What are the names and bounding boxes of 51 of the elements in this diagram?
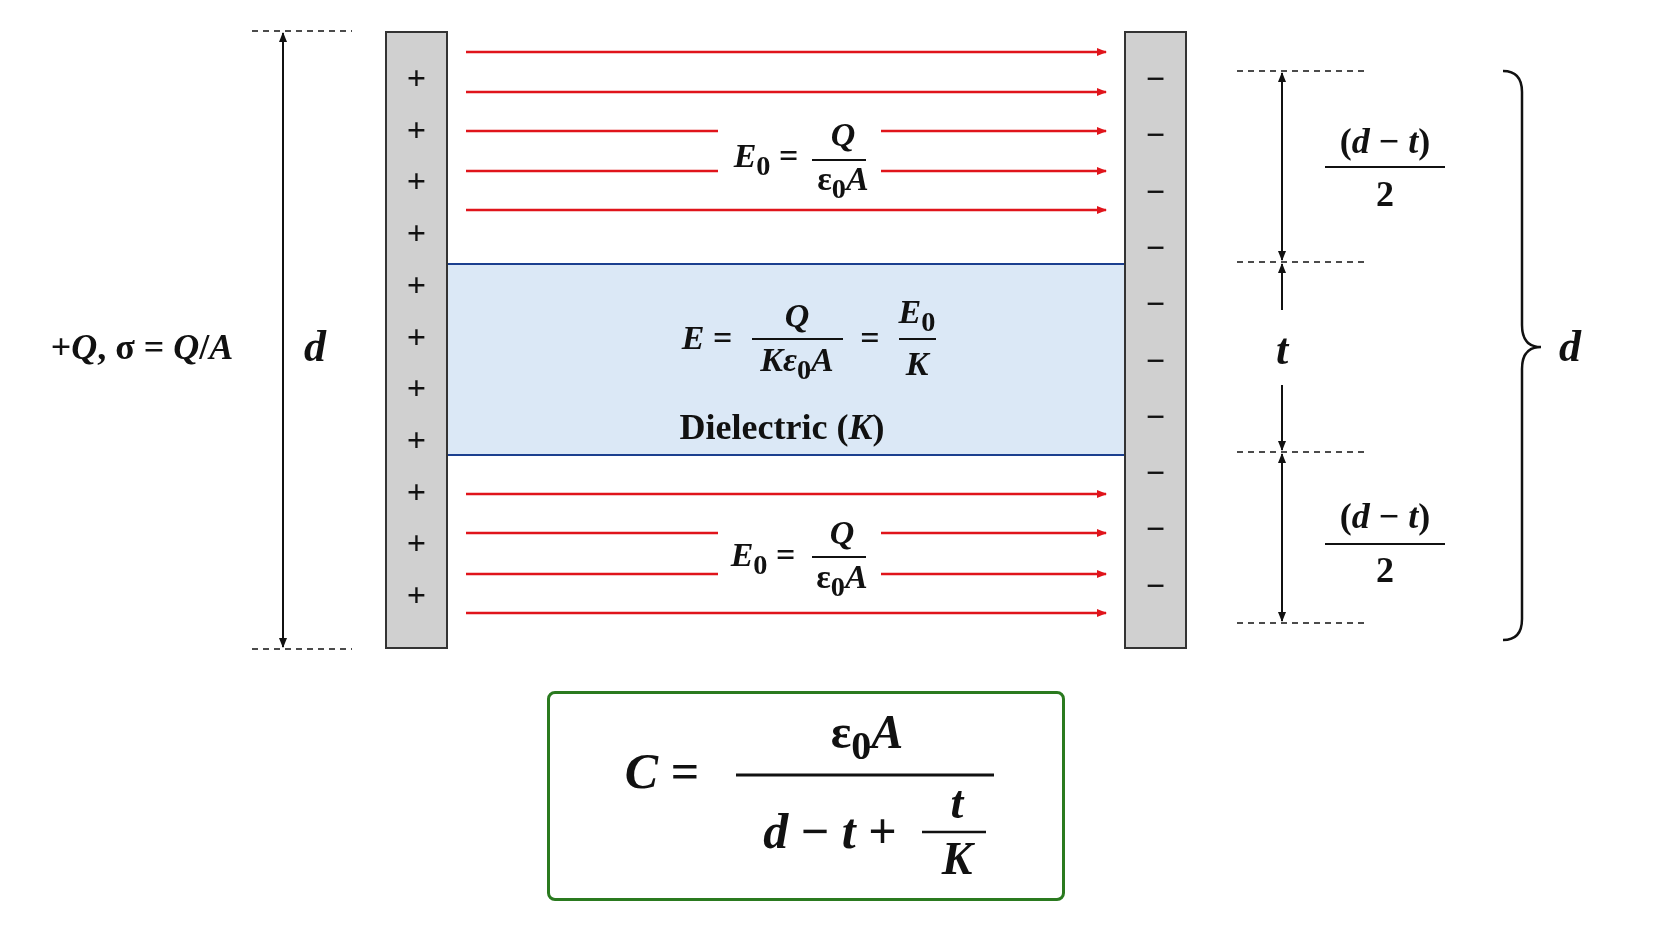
slab-label: Dielectric (K) — [679, 409, 885, 445]
formula-term: d − t + — [763, 806, 897, 856]
formula-term: E$_{0}$ = — [730, 538, 796, 580]
dimension-label: d — [1559, 325, 1581, 369]
charge-sign: − — [1145, 399, 1166, 434]
charge-sign: + — [406, 371, 427, 406]
charge-sign: − — [1145, 512, 1166, 547]
formula-term: Q — [830, 118, 856, 152]
dimension-label: 2 — [1376, 176, 1394, 212]
formula-term: K — [905, 347, 929, 381]
charge-sign: + — [406, 164, 427, 199]
formula-term: Kε$_{0}$A — [760, 343, 834, 385]
dimension-label: (d − t) — [1339, 498, 1431, 534]
dielectric-slab — [448, 263, 1124, 456]
charge-sign: + — [406, 422, 427, 457]
charge-sign: + — [406, 267, 427, 302]
charge-sign: + — [406, 61, 427, 95]
charge-sign: + — [406, 474, 427, 509]
formula-term: E$_{0}$ — [898, 295, 936, 337]
charge-label: +Q, σ = Q/A — [50, 329, 234, 365]
formula-term: Q — [784, 299, 810, 333]
formula-term: = — [860, 321, 880, 355]
formula-term: Q — [829, 516, 855, 550]
dimension-label: 2 — [1376, 552, 1394, 588]
dimension-label: d — [304, 325, 326, 369]
charge-sign: − — [1145, 230, 1166, 265]
formula-term: E = — [681, 321, 733, 355]
charge-sign: + — [406, 112, 427, 147]
formula-term: C = — [624, 746, 700, 796]
formula-term: ε$_{0}$A — [816, 560, 868, 602]
formula-term: ε$_{0}$A — [830, 708, 904, 766]
charge-sign: − — [1145, 343, 1166, 378]
charge-sign: + — [406, 526, 427, 561]
formula-term: E$_{0}$ = — [733, 139, 799, 181]
charge-sign: − — [1145, 456, 1166, 491]
charge-sign: − — [1145, 287, 1166, 322]
formula-box — [547, 691, 1065, 901]
formula-term: ε$_{0}$A — [817, 162, 869, 204]
charge-sign: − — [1145, 568, 1166, 603]
charge-sign: + — [406, 216, 427, 251]
charge-sign: − — [1145, 118, 1166, 153]
dimension-label: (d − t) — [1339, 123, 1431, 159]
charge-sign: + — [406, 319, 427, 354]
capacitor-plate — [1124, 31, 1187, 649]
charge-sign: + — [406, 578, 427, 612]
charge-sign: − — [1145, 62, 1166, 96]
formula-term: t — [950, 780, 964, 826]
formula-term: K — [941, 836, 973, 882]
capacitor-plate — [385, 31, 448, 649]
dimension-label: t — [1275, 328, 1289, 372]
charge-sign: − — [1145, 174, 1166, 209]
